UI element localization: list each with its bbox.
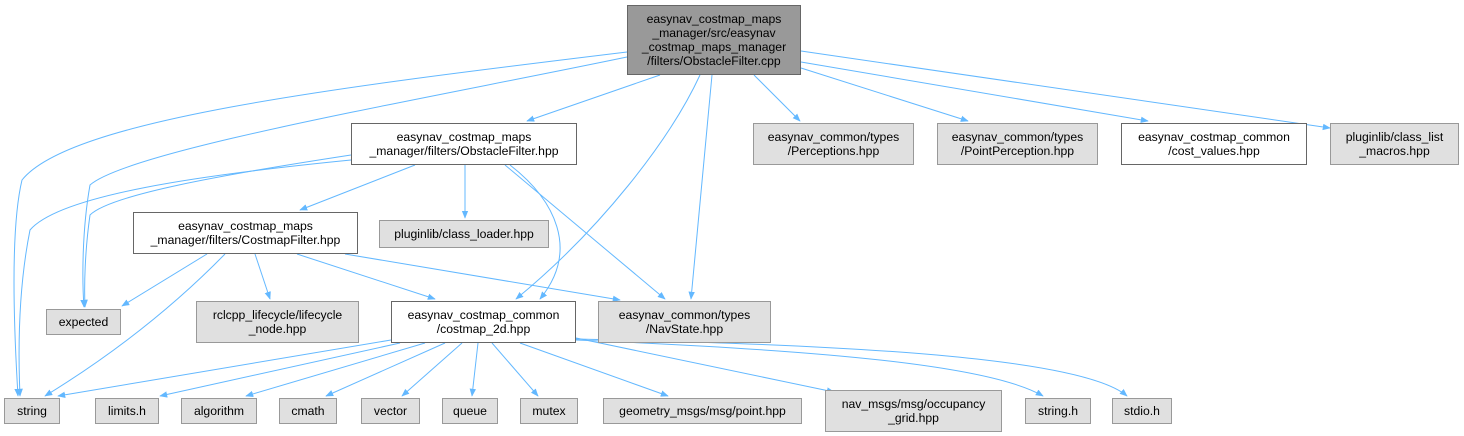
edge-c2d-point [519,342,669,397]
edge-obstacle-navstate [504,164,666,300]
node-class-list-macros-hpp[interactable]: pluginlib/class_list _macros.hpp [1330,123,1459,165]
node-cost-values-hpp[interactable]: easynav_costmap_common /cost_values.hpp [1121,123,1307,165]
edge-root-expected [80,56,628,308]
edge-root-cost-values [800,61,1149,123]
node-rclcpp-lifecycle-node-hpp[interactable]: rclcpp_lifecycle/lifecycle _node.hpp [196,301,359,343]
edge-filter-costmap-2d [296,253,436,300]
node-limits-h[interactable]: limits.h [95,398,159,424]
node-expected[interactable]: expected [46,309,121,335]
node-point-hpp[interactable]: geometry_msgs/msg/point.hpp [603,398,802,424]
node-root[interactable]: easynav_costmap_maps _manager/src/easyna… [627,5,801,75]
node-string-h[interactable]: string.h [1025,398,1091,424]
node-occupancy-grid-hpp[interactable]: nav_msgs/msg/occupancy _grid.hpp [825,390,1002,432]
edge-filter-expected [121,253,208,307]
node-vector[interactable]: vector [361,398,420,424]
edge-obstacle-string [16,159,352,397]
edge-root-obstacle-hpp [526,74,661,122]
edge-root-navstate [688,74,713,300]
edge-root-class-list [800,50,1331,131]
edge-filter-rclcpp [254,253,271,300]
edge-c2d-stdio [575,338,1128,397]
edge-filter-string [44,253,226,397]
edge-c2d-occupancy [575,337,835,394]
edge-c2d-string-h [575,339,1044,397]
edge-root-costmap-2d [515,74,701,300]
edge-root-string [13,51,628,397]
node-mutex[interactable]: mutex [520,398,578,424]
node-perceptions-hpp[interactable]: easynav_common/types /Perceptions.hpp [753,123,914,165]
node-costmap-2d-hpp[interactable]: easynav_costmap_common /costmap_2d.hpp [391,301,576,343]
edge-filter-navstate [344,253,621,302]
edge-c2d-vector [401,342,463,397]
node-queue[interactable]: queue [442,398,498,424]
node-obstacle-filter-hpp[interactable]: easynav_costmap_maps _manager/filters/Ob… [351,123,577,165]
node-stdio-h[interactable]: stdio.h [1112,398,1172,424]
edge-c2d-mutex [491,342,539,397]
node-algorithm[interactable]: algorithm [181,398,257,424]
edge-c2d-cmath [325,342,446,397]
edge-c2d-limits [159,342,401,398]
node-costmap-filter-hpp[interactable]: easynav_costmap_maps _manager/filters/Co… [133,212,358,254]
edge-obstacle-costmap-2d [509,164,561,300]
node-navstate-hpp[interactable]: easynav_common/types /NavState.hpp [598,301,771,343]
node-pointperception-hpp[interactable]: easynav_common/types /PointPerception.hp… [937,123,1098,165]
edge-c2d-string [57,339,392,398]
edge-root-pointperception [800,67,969,122]
node-string[interactable]: string [4,398,60,424]
node-class-loader-hpp[interactable]: pluginlib/class_loader.hpp [379,220,549,248]
edge-c2d-queue [469,342,479,397]
edge-root-perceptions [753,74,801,122]
edge-obstacle-costmap-filter [299,164,416,211]
node-cmath[interactable]: cmath [279,398,337,424]
edge-c2d-algorithm [245,342,426,398]
